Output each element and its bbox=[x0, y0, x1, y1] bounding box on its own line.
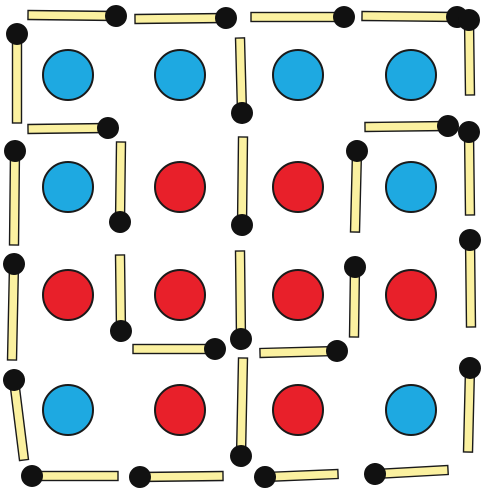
matchstick-head bbox=[105, 5, 127, 27]
matchstick-head bbox=[346, 140, 369, 163]
matchstick[interactable] bbox=[344, 140, 368, 233]
matchstick[interactable] bbox=[135, 7, 237, 30]
matchstick-head bbox=[21, 465, 43, 487]
matchstick-head bbox=[230, 445, 252, 467]
matchstick-head bbox=[459, 357, 482, 380]
matchstick-head bbox=[4, 140, 26, 162]
matchstick-body bbox=[10, 379, 29, 460]
red-dot bbox=[155, 162, 205, 212]
blue-dot bbox=[386, 50, 436, 100]
matchstick-body bbox=[236, 38, 247, 113]
matchstick-body bbox=[251, 13, 344, 22]
matchstick-body bbox=[365, 122, 448, 132]
matchstick[interactable] bbox=[28, 117, 119, 140]
matchstick-body bbox=[238, 137, 248, 225]
blue-dot bbox=[386, 385, 436, 435]
matchstick[interactable] bbox=[230, 358, 254, 467]
matchstick[interactable] bbox=[3, 140, 26, 245]
red-dot bbox=[273, 385, 323, 435]
matchstick[interactable] bbox=[1, 253, 25, 360]
matchstick-body bbox=[133, 345, 215, 354]
matchstick-head bbox=[110, 320, 132, 342]
matchstick-body bbox=[236, 251, 246, 339]
matchstick[interactable] bbox=[362, 5, 468, 28]
matchstick-body bbox=[116, 255, 126, 331]
matchstick-body bbox=[465, 20, 475, 95]
red-dot bbox=[155, 385, 205, 435]
matchstick-head bbox=[459, 229, 481, 251]
matchstick-head bbox=[3, 253, 25, 275]
matchstick[interactable] bbox=[458, 9, 481, 95]
red-dot bbox=[273, 162, 323, 212]
matchstick-head bbox=[204, 338, 226, 360]
matchstick-body bbox=[135, 14, 226, 24]
matchstick[interactable] bbox=[109, 255, 132, 342]
matchstick[interactable] bbox=[254, 463, 339, 488]
matchstick-body bbox=[464, 368, 475, 452]
blue-dot bbox=[273, 50, 323, 100]
matchstick-head bbox=[109, 211, 131, 233]
matchstick-body bbox=[8, 264, 19, 360]
blue-dot bbox=[43, 50, 93, 100]
matchstick-body bbox=[465, 132, 475, 215]
matchstick[interactable] bbox=[109, 142, 132, 233]
matchstick[interactable] bbox=[229, 251, 252, 350]
matchstick[interactable] bbox=[260, 340, 349, 364]
matchstick-body bbox=[116, 142, 126, 222]
matchstick-head bbox=[333, 6, 355, 28]
matchstick-body bbox=[28, 11, 116, 21]
matchstick[interactable] bbox=[6, 23, 28, 123]
matchstick[interactable] bbox=[251, 6, 355, 28]
matchstick-body bbox=[466, 240, 476, 327]
matchstick-body bbox=[32, 472, 118, 481]
matchstick[interactable] bbox=[365, 115, 459, 138]
matchstick-head bbox=[344, 256, 366, 278]
matchstick[interactable] bbox=[363, 459, 448, 486]
matchstick-body bbox=[140, 472, 223, 482]
matchstick-head bbox=[458, 121, 480, 143]
matchstick-body bbox=[13, 34, 22, 123]
red-dot bbox=[43, 270, 93, 320]
matchstick-head bbox=[129, 466, 151, 488]
blue-dot bbox=[43, 162, 93, 212]
matchstick-head bbox=[6, 23, 28, 45]
matchstick[interactable] bbox=[459, 229, 482, 327]
red-dot bbox=[273, 270, 323, 320]
matchstick[interactable] bbox=[229, 38, 253, 125]
matchstick-head bbox=[97, 117, 119, 139]
matchstick[interactable] bbox=[28, 4, 127, 27]
matchstick-head bbox=[363, 462, 386, 485]
matchstick-head bbox=[326, 340, 349, 363]
matchstick[interactable] bbox=[133, 338, 226, 360]
blue-dot bbox=[155, 50, 205, 100]
matchstick-body bbox=[237, 358, 248, 456]
matchstick[interactable] bbox=[458, 121, 481, 215]
matchstick-body bbox=[28, 124, 108, 134]
red-dot bbox=[155, 270, 205, 320]
matchstick-head bbox=[215, 7, 237, 29]
matchstick-body bbox=[362, 12, 457, 22]
matchstick-head bbox=[231, 214, 253, 236]
blue-dot bbox=[43, 385, 93, 435]
matchstick-body bbox=[351, 151, 362, 232]
matchstick-head bbox=[437, 115, 459, 137]
matchstick[interactable] bbox=[2, 368, 35, 462]
matchstick-head bbox=[231, 102, 254, 125]
matchstick[interactable] bbox=[21, 465, 118, 487]
blue-dot bbox=[386, 162, 436, 212]
matchstick-head bbox=[2, 368, 27, 393]
matchstick[interactable] bbox=[231, 137, 254, 236]
matchstick[interactable] bbox=[129, 465, 223, 488]
matchstick[interactable] bbox=[457, 357, 481, 453]
matchstick-head bbox=[230, 328, 252, 350]
matchstick-body bbox=[260, 347, 337, 358]
matchstick-head bbox=[254, 466, 277, 489]
matchstick-body bbox=[10, 151, 20, 245]
red-dot bbox=[386, 270, 436, 320]
matchstick[interactable] bbox=[343, 256, 366, 337]
